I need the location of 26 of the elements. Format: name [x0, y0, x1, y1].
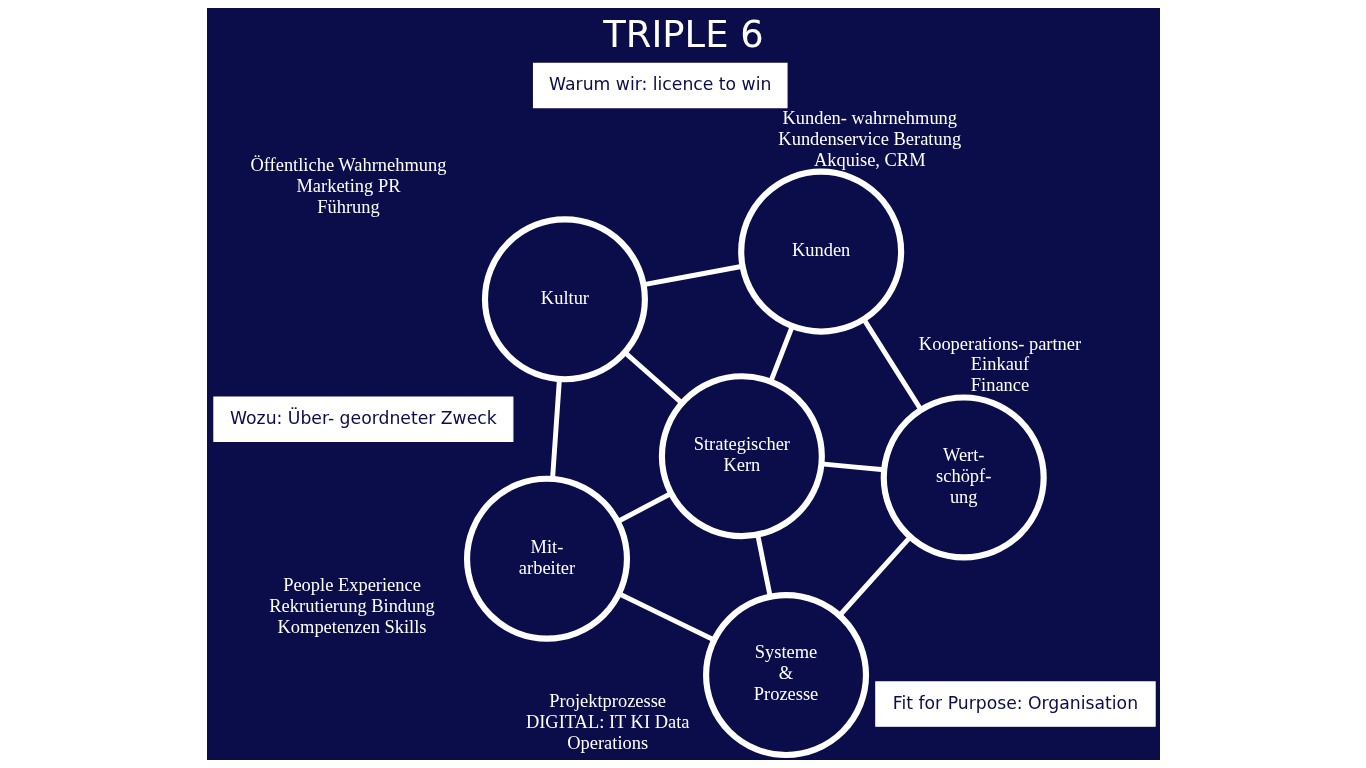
node-label: People Experience	[282, 574, 421, 595]
node-box: Warum wir: licence to win	[532, 62, 788, 109]
node-label: Akquise, CRM	[813, 149, 926, 170]
node-circle: Mit- arbeiter	[463, 475, 630, 642]
node-label: Kompetenzen Skills	[277, 616, 427, 637]
node-circle: Wert- schöpf- ung	[880, 394, 1047, 561]
node-label: Marketing PR	[295, 176, 400, 197]
node-circle: Strategischer Kern	[658, 373, 825, 540]
node-circle: Systeme & Prozesse	[702, 592, 869, 759]
node-label: Einkauf	[970, 354, 1029, 375]
node-label: Kooperations- partner	[918, 333, 1081, 354]
node-box: Wozu: Über- geordneter Zweck	[212, 396, 513, 442]
node-label: Projektprozesse	[548, 691, 666, 712]
node-label: Öffentliche Wahrnehmung	[249, 155, 446, 176]
node-label: Rekrutierung Bindung	[268, 595, 435, 616]
node-label: Kundenservice Beratung	[777, 128, 961, 149]
connector	[861, 318, 923, 411]
node-box: Fit for Purpose: Organisation	[874, 681, 1156, 727]
node-label: Operations	[566, 732, 648, 753]
node-circle: Kultur	[481, 216, 648, 383]
node-label: Führung	[316, 197, 380, 218]
connector	[549, 379, 562, 479]
node-label: Finance	[970, 375, 1029, 396]
node-label: DIGITAL: IT KI Data	[525, 711, 689, 732]
diagram-title: TRIPLE 6	[602, 13, 764, 57]
node-label: Kunden- wahrnehmung	[781, 107, 957, 128]
